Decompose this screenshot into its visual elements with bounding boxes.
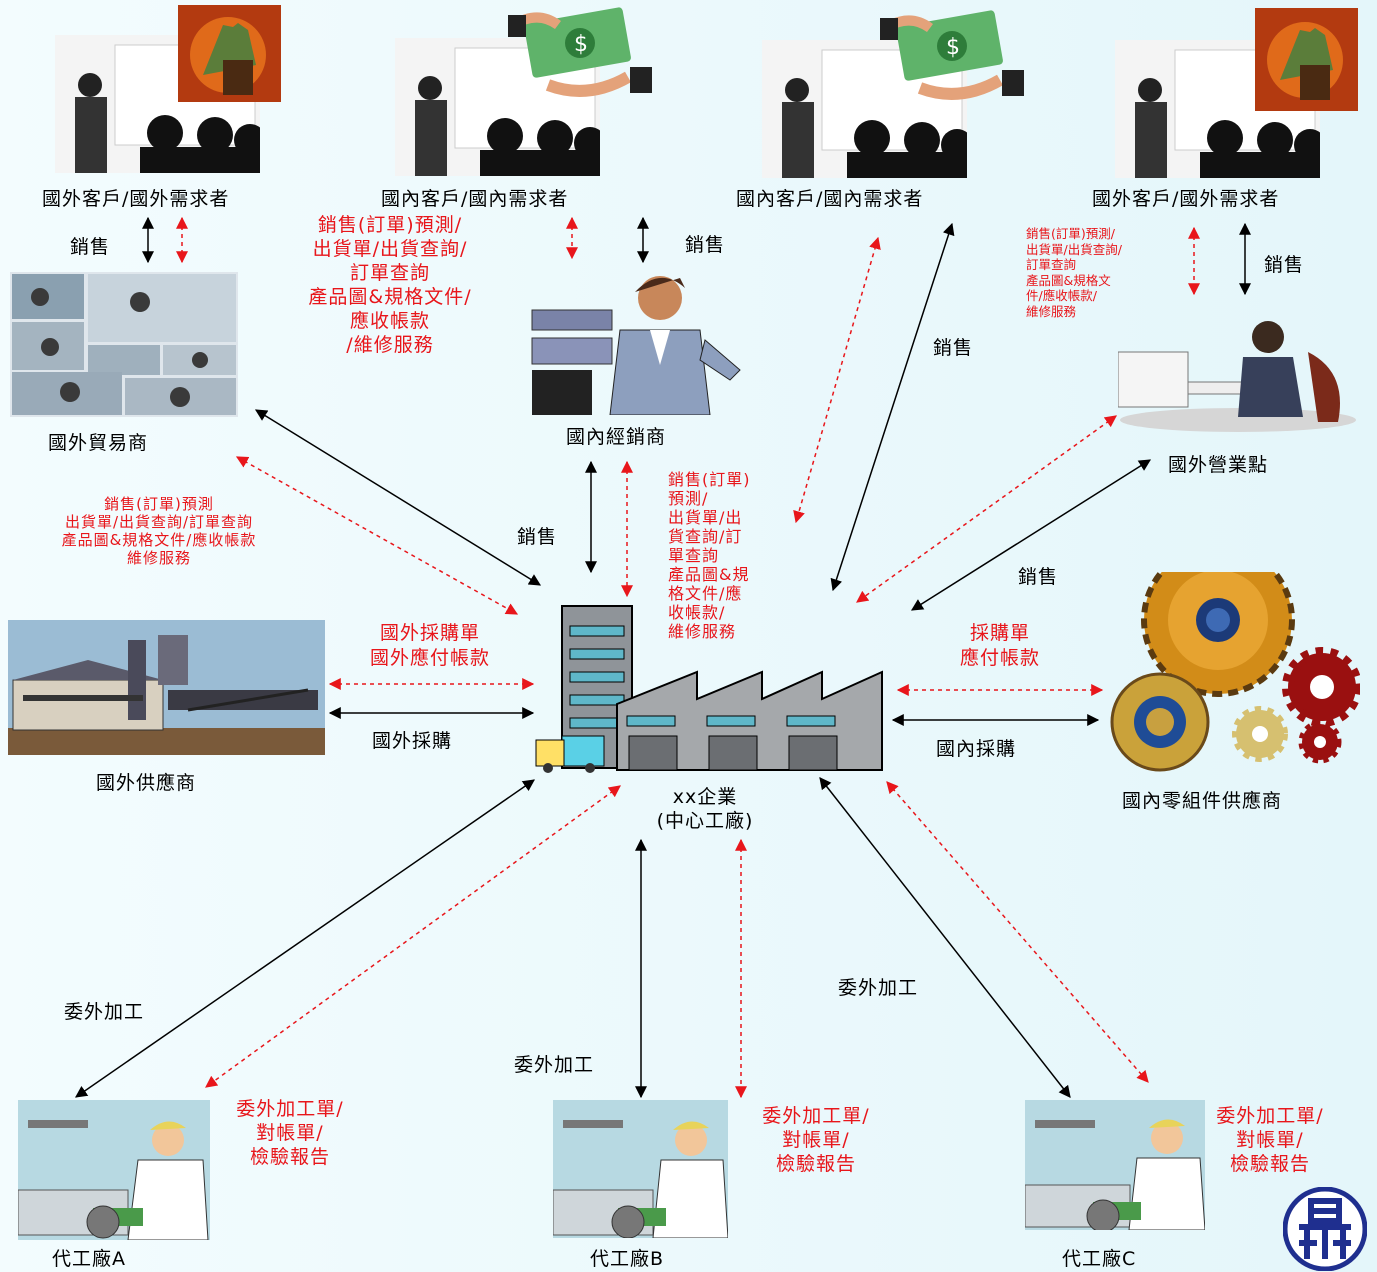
node-label-oem-a: 代工廠A bbox=[52, 1248, 126, 1270]
customer-picture-1 bbox=[55, 35, 260, 173]
docs-sales-office: 銷售(訂單)預測/ 出貨單/出貨查詢/ 訂單查詢 產品圖&規格文 件/應收帳款/… bbox=[1026, 226, 1122, 319]
node-label-domestic-distributor: 國內經銷商 bbox=[566, 426, 667, 448]
dash-trader-center bbox=[235, 456, 519, 615]
money-icon-2 bbox=[1255, 8, 1358, 111]
flow-label-outsource-c: 委外加工 bbox=[838, 977, 919, 999]
oem-b-picture bbox=[553, 1100, 728, 1238]
flow-label-sales-4: 銷售 bbox=[933, 337, 974, 359]
dash-oem-c bbox=[886, 781, 1149, 1083]
docs-trader: 銷售(訂單)預測 出貨單/出貨查詢/訂單查詢 產品圖&規格文件/應收帳款 維修服… bbox=[61, 495, 257, 567]
flow-label-sales-1: 銷售 bbox=[70, 236, 111, 258]
flow-label-outsource-b: 委外加工 bbox=[514, 1054, 595, 1076]
docs-oem-b: 委外加工單/ 對帳單/ 檢驗報告 bbox=[762, 1105, 870, 1175]
flow-label-sales-2: 銷售 bbox=[685, 234, 726, 256]
node-label-foreign-trader: 國外貿易商 bbox=[48, 432, 149, 454]
money-exchange-icon-1: $ bbox=[508, 5, 658, 100]
node-label-oem-c: 代工廠C bbox=[1062, 1248, 1137, 1270]
flow-label-sales-3: 銷售 bbox=[1264, 254, 1305, 276]
center-factory-picture bbox=[532, 604, 884, 776]
docs-foreign-po: 國外採購單 國外應付帳款 bbox=[369, 622, 490, 669]
flow-label-foreign-purchase: 國外採購 bbox=[372, 730, 453, 752]
docs-oem-c: 委外加工單/ 對帳單/ 檢驗報告 bbox=[1216, 1105, 1324, 1175]
docs-distributor: 銷售(訂單)預測/ 出貨單/出貨查詢/ 訂單查詢 產品圖&規格文件/ 應收帳款 … bbox=[308, 214, 472, 356]
node-label-foreign-supplier: 國外供應商 bbox=[96, 772, 197, 794]
flow-label-sales-6: 銷售 bbox=[1018, 566, 1059, 588]
gears-picture bbox=[1100, 572, 1360, 777]
node-label-foreign-customer-right: 國外客戶/國外需求者 bbox=[1092, 188, 1280, 210]
foreign-supplier-picture bbox=[8, 620, 325, 755]
docs-center: 銷售(訂單) 預測/ 出貨單/出 貨查詢/訂 單查詢 產品圖&規 格文件/應 收… bbox=[668, 470, 751, 641]
flow-label-outsource-a: 委外加工 bbox=[64, 1001, 145, 1023]
flow-label-sales-5: 銷售 bbox=[517, 526, 558, 548]
trader-collage-picture bbox=[10, 272, 238, 417]
docs-oem-a: 委外加工單/ 對帳單/ 檢驗報告 bbox=[236, 1098, 344, 1168]
line-domestic-customer2-center bbox=[830, 222, 955, 592]
docs-po: 採購單 應付帳款 bbox=[959, 622, 1040, 669]
distributor-picture bbox=[530, 270, 752, 415]
sales-office-picture bbox=[1118, 312, 1358, 434]
node-label-domestic-parts-supplier: 國內零組件供應商 bbox=[1122, 790, 1283, 812]
oem-a-picture bbox=[18, 1100, 210, 1240]
center-name: xx企業 bbox=[672, 786, 738, 808]
node-label-foreign-sales-office: 國外營業點 bbox=[1168, 454, 1269, 476]
node-label-oem-b: 代工廠B bbox=[590, 1248, 665, 1270]
line-oem-a bbox=[75, 779, 535, 1098]
flow-label-domestic-purchase: 國內採購 bbox=[936, 738, 1017, 760]
oem-c-picture bbox=[1025, 1100, 1205, 1230]
dash-sales-office-center bbox=[856, 415, 1117, 603]
money-exchange-icon-2: $ bbox=[880, 8, 1030, 103]
dash-oem-a bbox=[205, 785, 621, 1088]
svg-text:$: $ bbox=[946, 35, 960, 60]
svg-text:$: $ bbox=[574, 32, 588, 57]
money-icon-1 bbox=[178, 5, 281, 102]
node-label-domestic-customer-2: 國內客戶/國內需求者 bbox=[736, 188, 924, 210]
node-label-domestic-customer-1: 國內客戶/國內需求者 bbox=[381, 188, 569, 210]
company-logo bbox=[1283, 1187, 1367, 1271]
line-oem-c bbox=[819, 777, 1071, 1098]
dash-domestic-customer2-center bbox=[793, 236, 881, 524]
node-label-foreign-customer-left: 國外客戶/國外需求者 bbox=[42, 188, 230, 210]
center-subtitle: (中心工廠) bbox=[656, 810, 754, 832]
